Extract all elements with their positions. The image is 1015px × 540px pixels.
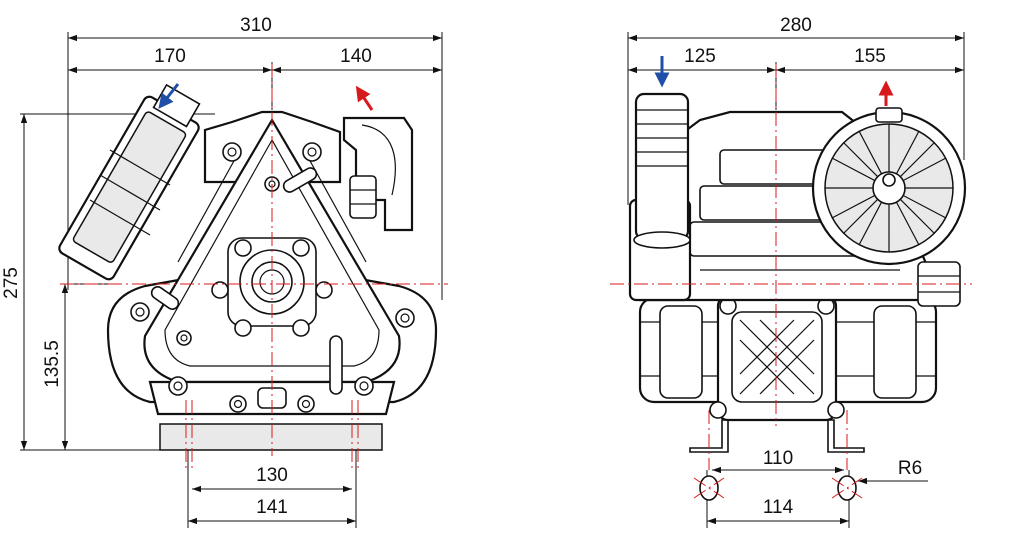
dim-front-center-height: 135.5 bbox=[42, 340, 63, 388]
side-mounting-holes bbox=[693, 475, 863, 501]
dim-side-overall-width: 280 bbox=[780, 15, 812, 36]
dim-side-hole-outer: 114 bbox=[763, 497, 794, 518]
dim-front-overall-width: 310 bbox=[240, 15, 272, 36]
dim-front-foot-outer: 141 bbox=[256, 497, 288, 518]
front-base-plate bbox=[159, 423, 383, 451]
side-mounting-feet bbox=[689, 419, 865, 453]
dim-side-radius: R6 bbox=[898, 458, 922, 479]
side-center-module bbox=[709, 294, 845, 422]
front-outlet-fitting bbox=[342, 116, 414, 232]
front-bolts bbox=[130, 142, 415, 413]
side-view: 280 125 155 110 114 R6 bbox=[610, 15, 972, 528]
side-inlet-pipe bbox=[628, 92, 692, 302]
side-accumulator bbox=[811, 107, 967, 266]
dim-side-left-width: 125 bbox=[684, 46, 716, 67]
dim-side-right-width: 155 bbox=[854, 46, 886, 67]
dim-front-foot-inner: 130 bbox=[256, 465, 288, 486]
front-view: 310 170 140 130 141 275 135.5 bbox=[1, 15, 448, 528]
arrow-down-icon bbox=[158, 83, 180, 109]
arrow-up-icon bbox=[355, 85, 374, 111]
dim-side-hole-inner: 110 bbox=[763, 448, 793, 469]
dim-front-overall-height: 275 bbox=[1, 267, 22, 299]
dim-front-left-width: 170 bbox=[154, 46, 186, 67]
dim-front-right-width: 140 bbox=[340, 46, 372, 67]
